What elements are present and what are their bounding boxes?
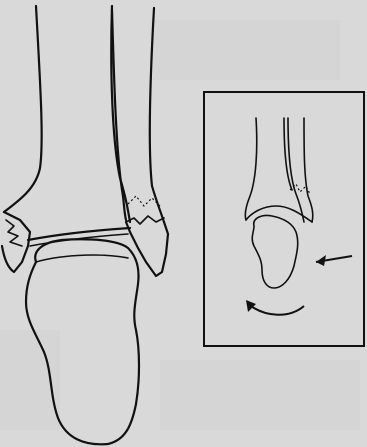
lateral-fracture-line [126,216,164,224]
tibia-medial-edge [111,6,130,222]
inset-rotation-arrow-icon [246,300,304,315]
inset-fibula-left [288,118,304,222]
inset-tibia-left [245,118,257,220]
inset-talus [252,215,297,288]
paper-texture [0,20,360,430]
inset-push-arrow-icon [316,255,352,266]
medial-fracture-zigzag [6,220,22,246]
talus-dome [36,255,128,262]
inset-fibula-right [304,118,313,222]
tibia-outline [4,6,42,212]
lateral-malleolus-fragment [126,222,168,276]
inset-view [204,92,364,346]
